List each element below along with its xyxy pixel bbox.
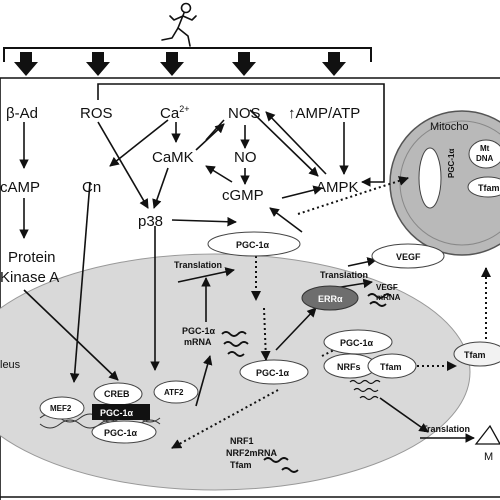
nos-label: NOS [228,105,261,122]
pgc1a-cytosol-oval [207,231,301,257]
pgc1a-cytosol-label: PGC-1α [236,240,270,250]
mt-dna-label-2: DNA [476,154,494,163]
signaling-arrows [19,109,349,383]
err-alpha-oval [301,285,359,311]
tfam-mito-oval [467,176,500,198]
runner-icon [161,2,197,47]
translation-mid-label: Translation [320,270,368,280]
nrf1-label: NRF1 [230,436,254,446]
tfam-nucleus-oval [367,353,417,379]
pgc1a-upper-oval [323,329,393,355]
creb-label: CREB [104,389,130,399]
atf2-oval [153,380,199,404]
vegf-label: VEGF [396,252,421,262]
mt-dna-oval [468,139,500,169]
m-label: M [484,451,493,463]
ros-label: ROS [80,105,113,122]
nrfs-label: NRFs [337,362,361,372]
camk-label: CaMK [152,149,194,166]
pgc1a-upper-label: PGC-1α [340,338,374,348]
tfam-mito-label: Tfam [478,183,500,193]
nrf2mrna-label: NRF2mRNA [226,448,278,458]
mt-dna-label-1: Mt [480,144,490,153]
camk-nos-arrow [205,119,225,141]
pgc1a-center-oval [239,359,309,385]
pgc1a-promoter-oval [91,420,157,444]
mrna-squiggles [221,293,391,473]
pgc1a-black-label: PGC-1α [100,408,134,418]
ampk-label: AMPK [316,179,359,196]
mitochondria-label: Mitocho [430,121,469,133]
translation-top-label: Translation [174,260,222,270]
top-bracket-arrows [14,52,346,76]
pgc1a-mito-oval [418,147,442,209]
pgc1a-center-label: PGC-1α [256,368,290,378]
pgc1a-mrna-label-2: mRNA [184,337,212,347]
pgc1a-black-box [92,404,150,420]
tfam-right-oval [453,341,500,367]
protein-label: Protein [8,249,56,266]
err-alpha-label: ERRα [318,294,343,304]
tfam-right-label: Tfam [464,350,486,360]
top-bracket [3,47,372,62]
amp-atp-label: ↑AMP/ATP [288,105,360,122]
cn-label: Cn [82,179,101,196]
pgc1a-mrna-label-1: PGC-1α [182,326,216,336]
feedback-loop [97,83,385,187]
no-label: NO [234,149,257,166]
tfam-bottom-label: Tfam [230,460,252,470]
vegf-mrna-label-2: mRNA [376,293,401,302]
p38-label: p38 [138,213,163,230]
dotted-arrows [171,176,491,449]
pgc1a-mito-label: PGC-1α [447,149,456,178]
atf2-label: ATF2 [164,388,184,397]
translation-bottom-label: Translation [422,424,470,434]
vegf-oval [371,243,445,269]
beta-ad-label: β-Ad [6,105,38,122]
cgmp-label: cGMP [222,187,264,204]
vegf-mrna-label-1: VEGF [376,283,398,292]
ca-label: Ca2+ [160,104,189,122]
mef2-label: MEF2 [50,404,72,413]
pgc1a-promoter-label: PGC-1α [104,428,138,438]
kinase-a-label: Kinase A [0,269,59,286]
tfam-nucleus-label: Tfam [380,362,402,372]
dna-strands [349,379,381,401]
camp-label: cAMP [0,179,40,196]
mef2-oval [39,396,85,420]
triangle-shape [474,424,500,445]
nucleus-label: leus [0,359,21,371]
cell-frame [0,77,500,500]
